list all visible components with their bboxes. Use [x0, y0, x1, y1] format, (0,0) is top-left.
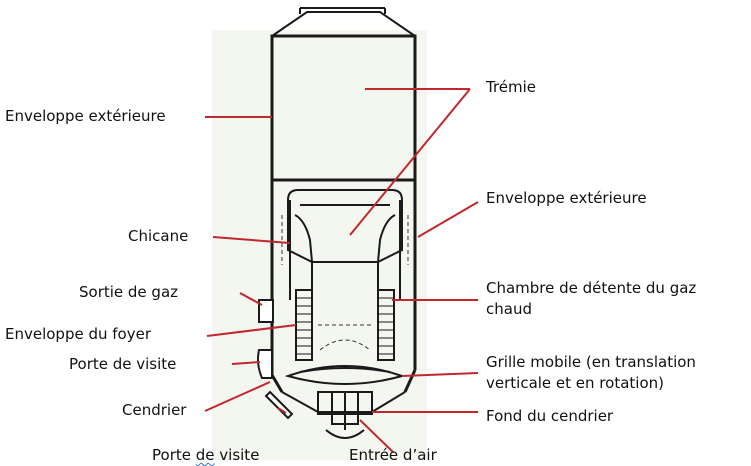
scan-background — [212, 30, 427, 460]
label-inspection-door-lower-word3: visite — [219, 446, 260, 464]
label-air-inlet: Entrée d’air — [349, 446, 437, 464]
leader-grate — [401, 372, 479, 377]
label-inspection-door-lower: Porte de visite — [152, 445, 259, 466]
label-outer-shell-left: Enveloppe extérieure — [5, 107, 166, 125]
label-hearth-shell: Enveloppe du foyer — [5, 325, 152, 343]
label-inspection-door-lower-word2: de — [195, 446, 215, 464]
leader-inspection-door-lower — [277, 407, 287, 414]
leader-inspection-door-upper — [231, 361, 261, 365]
label-expansion-chamber-line1: Chambre de détente du gaz — [486, 279, 697, 297]
label-ash-pan-bottom: Fond du cendrier — [486, 407, 614, 425]
leader-outer-shell-right — [417, 201, 479, 238]
label-grate-line2: verticale et en rotation) — [486, 374, 664, 392]
gas-flow-lines — [281, 215, 409, 351]
leader-hearth-shell — [206, 324, 297, 337]
label-ash-pan: Cendrier — [122, 401, 187, 419]
outer-shell-lower — [270, 180, 417, 393]
hearth-hatching — [296, 297, 394, 355]
leader-air-inlet — [359, 419, 394, 453]
leader-gas-outlet — [239, 292, 263, 306]
label-inspection-door-upper: Porte de visite — [69, 355, 177, 373]
label-expansion-chamber-line2: chaud — [486, 300, 532, 318]
label-baffle: Chicane — [128, 227, 189, 245]
label-hopper: Trémie — [486, 78, 537, 96]
ash-pan-bottom — [281, 391, 406, 439]
leader-hopper-lower — [349, 88, 471, 236]
leader-ash-pan — [204, 381, 271, 412]
label-inspection-door-lower-word1: Porte — [152, 446, 191, 464]
label-grate-line1: Grille mobile (en translation — [486, 353, 696, 371]
leader-lines — [204, 88, 479, 453]
hopper-top-cap — [271, 7, 416, 37]
leader-baffle — [212, 236, 291, 244]
label-gas-outlet: Sortie de gaz — [79, 283, 179, 301]
hopper-box — [270, 34, 417, 182]
side-fittings — [257, 299, 294, 420]
label-outer-shell-right: Enveloppe extérieure — [486, 189, 647, 207]
